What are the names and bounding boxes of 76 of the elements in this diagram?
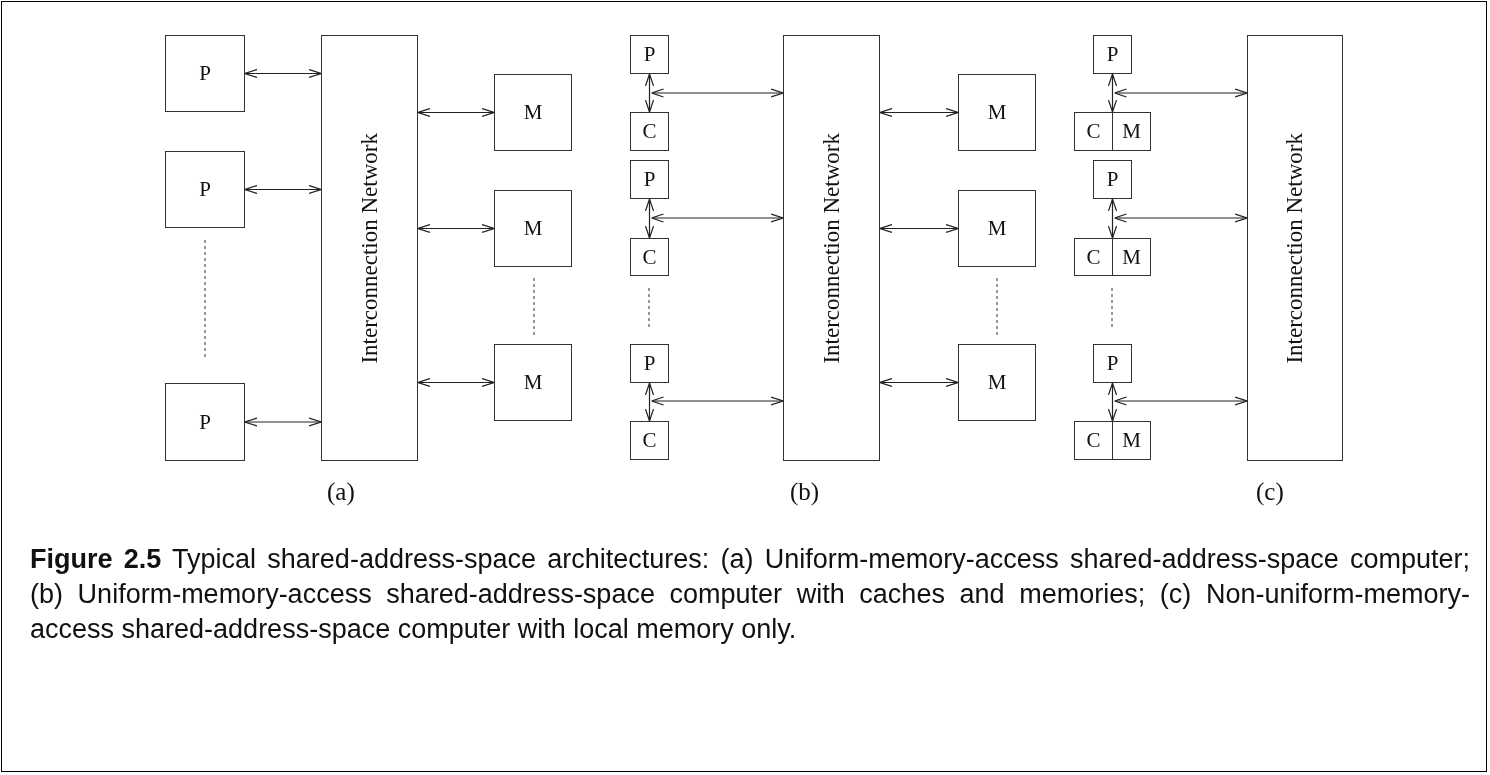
- cache-box: [630, 238, 669, 276]
- network-box: [1247, 35, 1343, 461]
- node-label: P: [199, 177, 211, 202]
- node-label: M: [1112, 113, 1150, 150]
- processor-box: [630, 160, 669, 199]
- arrow: [244, 417, 322, 427]
- node-label: P: [1106, 351, 1119, 376]
- memory-box: [958, 344, 1036, 421]
- arrow: [417, 223, 495, 234]
- memory-box: [494, 190, 572, 267]
- figure-caption: Figure 2.5 Typical shared-address-space architectures: (a) Uniform-memory-access shared-address-space computer; (b) Uniform-memory-access shared-address-space computer with caches and memories; (c) Non-uniform-memory-access shared-address-space computer with local memory only.: [30, 543, 1470, 646]
- arrow: [879, 223, 959, 234]
- node-label: P: [643, 351, 656, 376]
- panel-label: (c): [1256, 478, 1284, 506]
- arrow: [417, 107, 495, 118]
- network-box: [783, 35, 880, 461]
- processor-box: [630, 35, 669, 74]
- arrow: [650, 396, 784, 406]
- arrow: [1107, 198, 1118, 239]
- arrow: [1113, 396, 1248, 406]
- node-label: P: [1106, 42, 1119, 67]
- node-label: M: [523, 370, 543, 395]
- memory-box: [494, 74, 572, 151]
- node-label: M: [523, 100, 543, 125]
- arrow: [644, 198, 655, 239]
- node-label: M: [1112, 422, 1150, 459]
- processor-box: [1093, 160, 1132, 199]
- arrow: [650, 213, 784, 223]
- processor-box: [165, 35, 245, 112]
- cache-memory-box: [1074, 238, 1151, 276]
- arrow: [417, 377, 495, 388]
- node-label: Interconnection Network: [356, 132, 383, 364]
- node-label: P: [1106, 167, 1119, 192]
- node-label: P: [199, 61, 211, 86]
- arrow: [244, 184, 322, 195]
- arrow: [650, 88, 784, 98]
- arrow: [879, 107, 959, 118]
- processor-box: [1093, 344, 1132, 383]
- cache-memory-box: [1074, 421, 1151, 460]
- panel-label: (a): [327, 478, 355, 506]
- node-label: M: [523, 216, 543, 241]
- node-label: P: [643, 42, 656, 67]
- node-label: C: [642, 244, 657, 270]
- node-label: Interconnection Network: [818, 132, 845, 364]
- cache-memory-box: [1074, 112, 1151, 151]
- arrow: [879, 377, 959, 388]
- node-label: M: [987, 100, 1007, 125]
- node-label: M: [1112, 239, 1150, 275]
- processor-box: [630, 344, 669, 383]
- node-label: C: [1085, 243, 1102, 271]
- arrow: [644, 382, 655, 422]
- panel-label: (b): [790, 478, 820, 506]
- memory-box: [958, 190, 1036, 267]
- arrow: [1107, 73, 1118, 113]
- memory-box: [958, 74, 1036, 151]
- memory-box: [494, 344, 572, 421]
- node-label: M: [987, 216, 1007, 241]
- arrow: [244, 68, 322, 79]
- arrow: [644, 73, 655, 113]
- processor-box: [1093, 35, 1132, 74]
- node-label: Interconnection Network: [1282, 132, 1308, 364]
- cache-box: [630, 112, 669, 151]
- node-label: P: [199, 409, 211, 435]
- arrow: [1107, 382, 1118, 422]
- cache-box: [630, 421, 669, 460]
- arrow: [1113, 88, 1248, 98]
- processor-box: [165, 151, 245, 228]
- node-label: C: [642, 119, 657, 144]
- network-box: [321, 35, 418, 461]
- processor-box: [165, 383, 245, 461]
- node-label: C: [1085, 118, 1102, 145]
- node-label: C: [642, 428, 657, 453]
- node-label: M: [987, 370, 1007, 395]
- arrow: [1113, 213, 1248, 223]
- node-label: P: [643, 167, 656, 192]
- node-label: C: [1085, 427, 1102, 454]
